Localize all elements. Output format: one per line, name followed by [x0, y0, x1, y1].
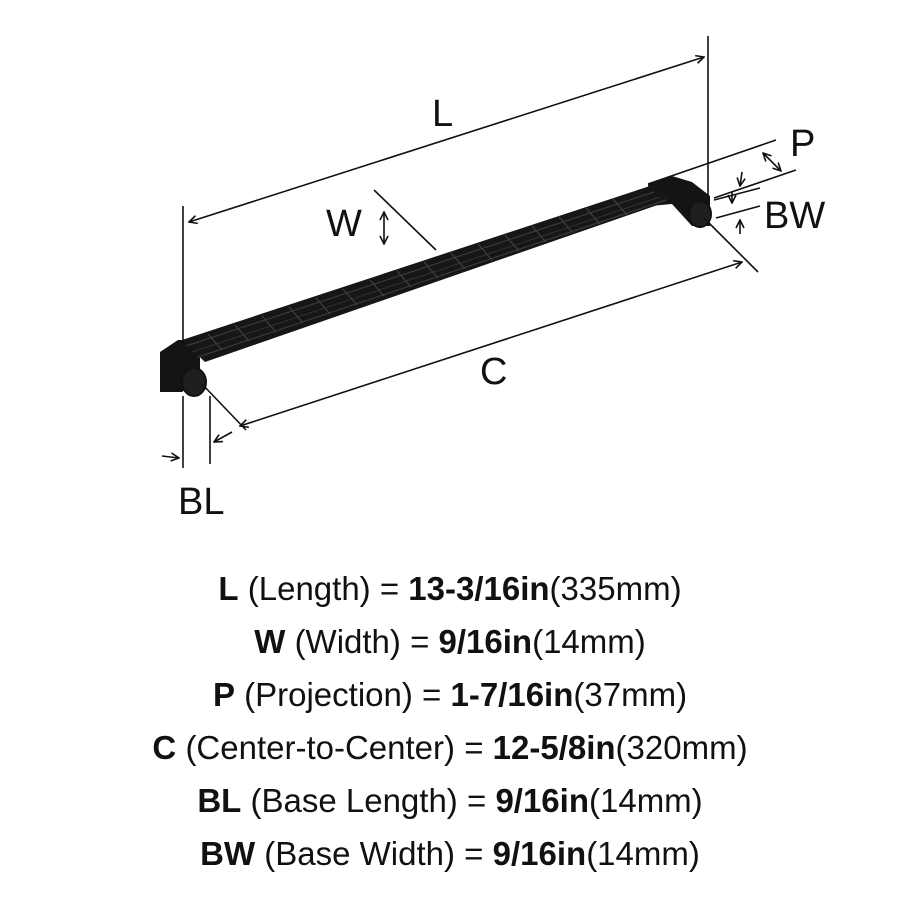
right-base — [688, 200, 712, 228]
label-bl: BL — [178, 481, 224, 520]
spec-row-base-length: BL (Base Length) = 9/16in(14mm) — [0, 774, 900, 827]
spec-equals: = — [422, 676, 442, 713]
label-bw: BW — [764, 195, 825, 237]
spec-imperial: 9/16in — [438, 623, 533, 660]
spec-imperial: 13-3/16in — [408, 570, 550, 607]
spec-row-base-width: BW (Base Width) = 9/16in(14mm) — [0, 827, 900, 880]
spec-imperial: 12-5/8in — [492, 729, 616, 766]
dimension-diagram: L W P BW C BL — [160, 36, 825, 520]
spec-metric: (320mm) — [615, 729, 748, 766]
spec-description: (Projection) — [244, 676, 413, 713]
spec-metric: (37mm) — [573, 676, 688, 713]
spec-equals: = — [379, 570, 400, 607]
spec-imperial: 9/16in — [492, 835, 587, 872]
bl-arrow-left — [161, 456, 179, 458]
l-dimension-line — [189, 57, 704, 222]
spec-key: P — [212, 676, 235, 713]
spec-metric: (14mm) — [532, 623, 646, 660]
spec-row-projection: P (Projection) = 1-7/16in(37mm) — [0, 668, 900, 721]
spec-key: C — [152, 729, 177, 766]
label-l: L — [432, 93, 453, 135]
label-p: P — [790, 123, 815, 165]
spec-metric: (14mm) — [586, 835, 700, 872]
spec-description: (Center-to-Center) — [185, 729, 456, 766]
w-extension — [373, 189, 437, 251]
spec-row-width: W (Width) = 9/16in(14mm) — [0, 615, 900, 668]
c-dimension-line — [240, 262, 742, 426]
spec-key: BW — [200, 835, 256, 872]
spec-key: L — [218, 570, 239, 607]
spec-row-length: L (Length) = 13-3/16in(335mm) — [0, 562, 900, 615]
spec-description: (Length) — [247, 570, 371, 607]
spec-equals: = — [410, 623, 430, 660]
bw-extension-bottom — [715, 205, 761, 219]
spec-metric: (14mm) — [589, 782, 703, 819]
p-dimension-line — [763, 153, 781, 171]
p-extension-bottom — [713, 169, 797, 199]
left-base — [181, 367, 207, 397]
bl-arrow-right — [214, 431, 233, 442]
p-arrow-down — [740, 171, 742, 186]
spec-description: (Base Width) — [264, 835, 455, 872]
spec-imperial: 1-7/16in — [450, 676, 574, 713]
spec-equals: = — [466, 782, 487, 819]
c-extension-right — [703, 217, 759, 273]
spec-key: BL — [197, 782, 242, 819]
p-extension-top — [647, 139, 777, 185]
spec-description: (Width) — [294, 623, 401, 660]
label-c: C — [480, 351, 507, 393]
c-extension-left — [201, 383, 247, 431]
spec-equals: = — [464, 835, 484, 872]
spec-description: (Base Length) — [250, 782, 458, 819]
spec-row-center-to-center: C (Center-to-Center) = 12-5/8in(320mm) — [0, 721, 900, 774]
spec-metric: (335mm) — [549, 570, 682, 607]
specifications-list: L (Length) = 13-3/16in(335mm) W (Width) … — [0, 562, 900, 880]
label-w: W — [326, 203, 362, 245]
pull-handle — [160, 176, 712, 397]
spec-imperial: 9/16in — [495, 782, 589, 819]
spec-key: W — [254, 623, 286, 660]
spec-equals: = — [464, 729, 484, 766]
bw-extension-top — [713, 187, 761, 201]
